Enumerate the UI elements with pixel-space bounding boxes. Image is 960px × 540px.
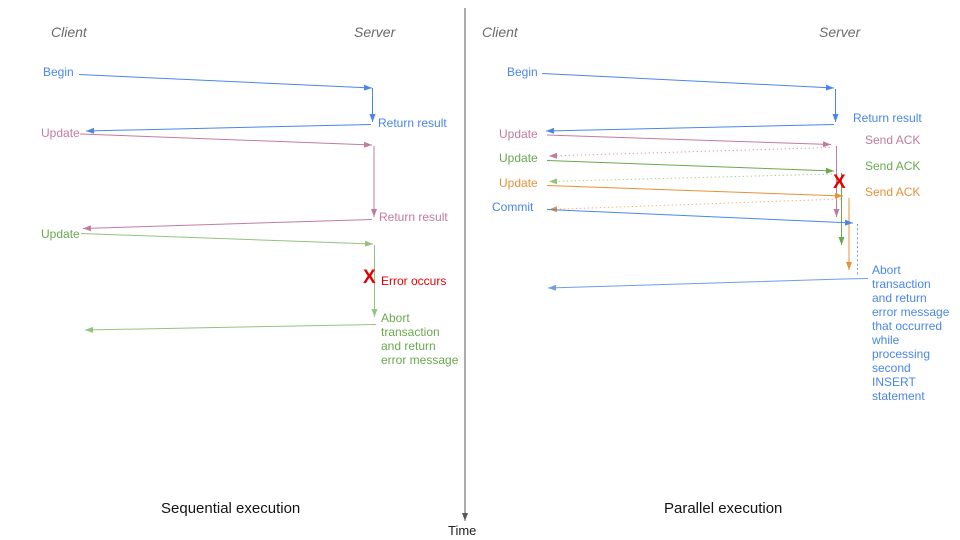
right-update-3-label: Update xyxy=(499,176,538,190)
left-server-header: Server xyxy=(354,24,396,40)
right-server-header: Server xyxy=(819,24,861,40)
right-commit-arrows xyxy=(546,209,869,291)
right-update3-arrows xyxy=(546,185,852,270)
left-begin-arrows xyxy=(78,74,376,134)
right-return-result-label: Return result xyxy=(853,111,922,125)
left-error-occurs-label: Error occurs xyxy=(381,274,447,288)
left-abort-message: Abort transaction and return error messa… xyxy=(381,311,459,367)
left-update-2-label: Update xyxy=(41,227,80,241)
right-error-x-mark: X xyxy=(833,172,846,193)
left-begin-label: Begin xyxy=(43,65,74,79)
right-client-header: Client xyxy=(482,24,518,40)
right-begin-label: Begin xyxy=(507,65,538,79)
right-send-ack-2-label: Send ACK xyxy=(865,159,921,173)
left-diagram-title: Sequential execution xyxy=(161,500,301,517)
left-return-result-2-label: Return result xyxy=(379,210,448,224)
left-update2-arrows xyxy=(80,233,378,333)
right-abort-message: Abort transaction and return error messa… xyxy=(872,263,950,403)
right-update-2-label: Update xyxy=(499,151,538,165)
left-update-1-label: Update xyxy=(41,126,80,140)
right-diagram-title: Parallel execution xyxy=(664,500,783,517)
left-client-header: Client xyxy=(51,24,87,40)
left-return-result-1-label: Return result xyxy=(378,116,447,130)
time-axis-label: Time xyxy=(448,523,477,538)
right-update2-arrows xyxy=(546,160,845,245)
right-send-ack-3-label: Send ACK xyxy=(865,185,921,199)
left-error-x-mark: X xyxy=(363,267,376,288)
left-update1-arrows xyxy=(79,133,377,232)
right-commit-label: Commit xyxy=(492,200,534,214)
right-send-ack-1-label: Send ACK xyxy=(865,133,921,147)
right-update-1-label: Update xyxy=(499,127,538,141)
right-update1-arrows xyxy=(546,134,840,217)
right-begin-arrows xyxy=(541,73,839,134)
